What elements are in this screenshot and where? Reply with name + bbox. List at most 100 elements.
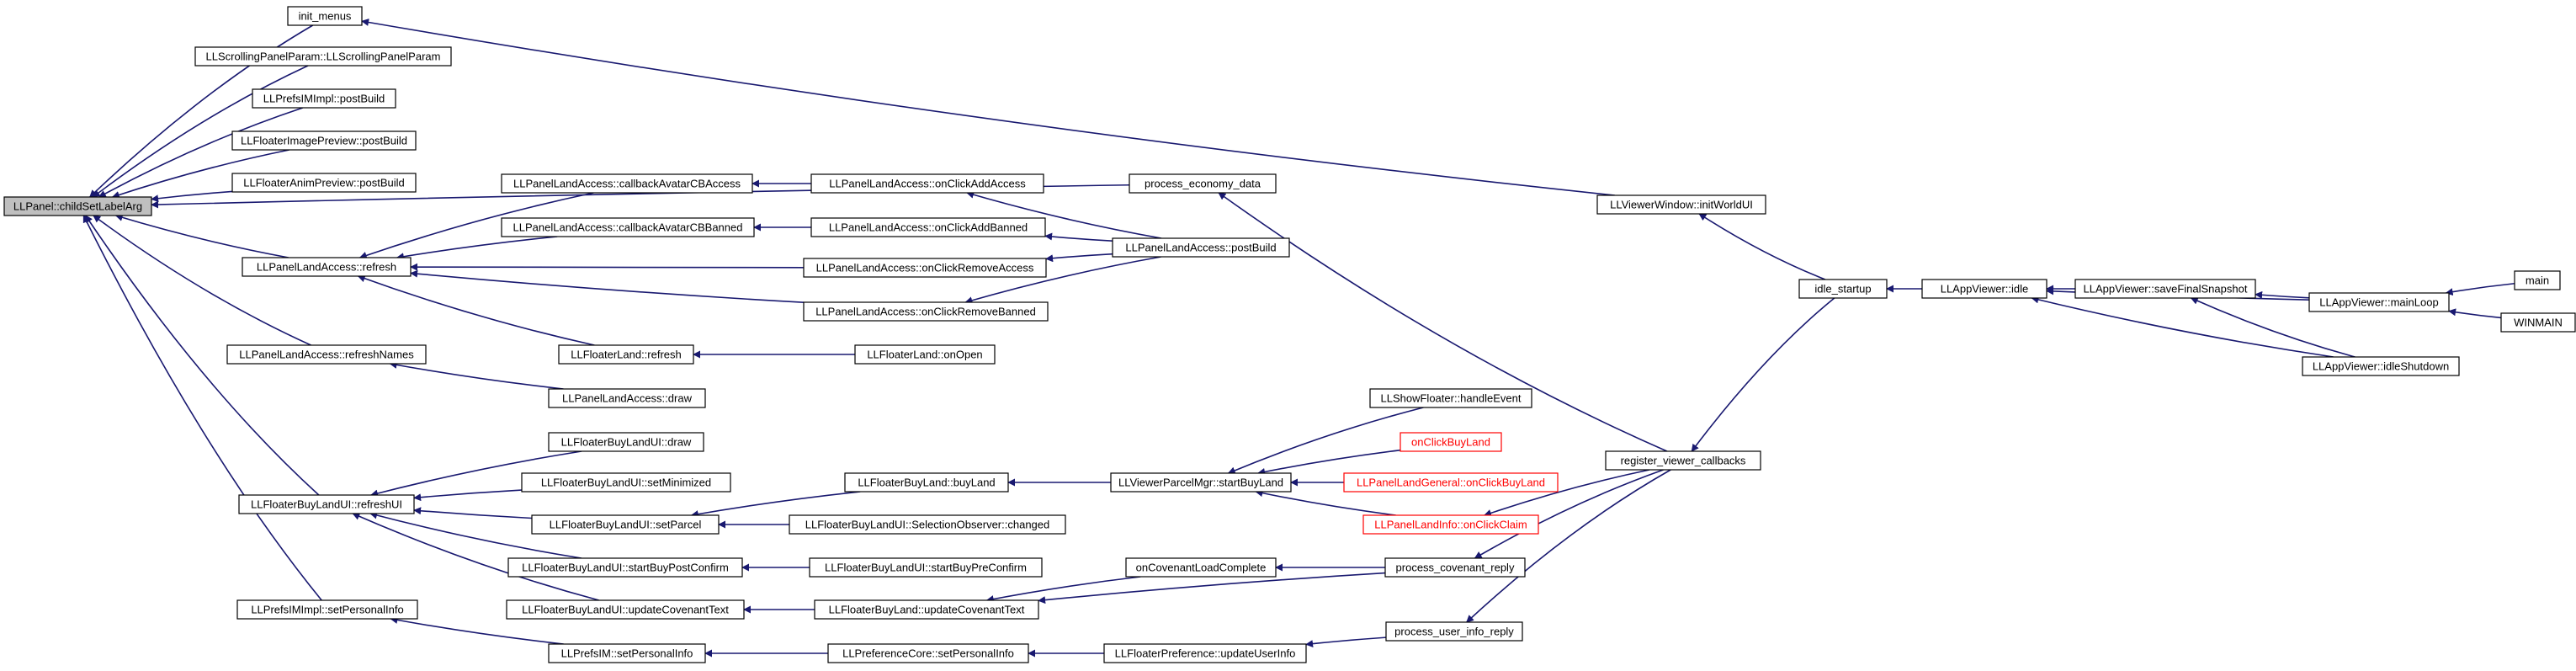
node-box-reg_callbacks[interactable] — [1605, 450, 1761, 471]
node-pla_refresh[interactable]: LLPanelLandAccess::refresh — [242, 257, 412, 277]
node-box-pla_onaddaccess[interactable] — [810, 173, 1044, 194]
node-box-pla_postbuild[interactable] — [1112, 237, 1290, 258]
node-pli_onclaim[interactable]: LLPanelLandInfo::onClickClaim — [1362, 514, 1539, 535]
node-box-vw_initworld[interactable] — [1596, 194, 1766, 215]
node-box-fbl_selobs[interactable] — [789, 514, 1066, 535]
node-box-plg_onbuy[interactable] — [1343, 472, 1559, 493]
node-box-fbland_updcov[interactable] — [814, 599, 1039, 620]
node-proc_userinfo[interactable]: process_user_info_reply — [1385, 621, 1523, 642]
node-vw_initworld[interactable]: LLViewerWindow::initWorldUI — [1596, 194, 1766, 215]
node-pla_draw[interactable]: LLPanelLandAccess::draw — [548, 388, 706, 408]
node-scroll_param[interactable]: LLScrollingPanelParam::LLScrollingPanelP… — [194, 46, 452, 67]
node-box-fbland_buyland[interactable] — [844, 472, 1009, 493]
node-fbland_updcov[interactable]: LLFloaterBuyLand::updateCovenantText — [814, 599, 1039, 620]
node-fl_refresh[interactable]: LLFloaterLand::refresh — [558, 344, 694, 365]
node-fbl_setmin[interactable]: LLFloaterBuyLandUI::setMinimized — [521, 472, 731, 493]
node-box-prefcore_setpersonal[interactable] — [827, 643, 1029, 663]
node-pla_cb_banned[interactable]: LLPanelLandAccess::callbackAvatarCBBanne… — [501, 217, 755, 237]
node-box-fl_onopen[interactable] — [854, 344, 996, 365]
node-box-animpreview_postbuild[interactable] — [231, 173, 417, 193]
node-fbl_updcov[interactable]: LLFloaterBuyLandUI::updateCovenantText — [506, 599, 745, 620]
node-fbl_startbuypost[interactable]: LLFloaterBuyLandUI::startBuyPostConfirm — [507, 557, 743, 578]
node-fbl_refreshui[interactable]: LLFloaterBuyLandUI::refreshUI — [238, 494, 415, 514]
node-vpm_startbuy[interactable]: LLViewerParcelMgr::startBuyLand — [1110, 472, 1292, 493]
node-plg_onbuy[interactable]: LLPanelLandGeneral::onClickBuyLand — [1343, 472, 1559, 493]
node-box-app_idleshut[interactable] — [2302, 356, 2460, 376]
node-fbl_draw[interactable]: LLFloaterBuyLandUI::draw — [548, 432, 704, 452]
node-app_savesnap[interactable]: LLAppViewer::saveFinalSnapshot — [2074, 279, 2256, 299]
node-pla_onaddbanned[interactable]: LLPanelLandAccess::onClickAddBanned — [810, 217, 1046, 237]
node-box-pla_cb_access[interactable] — [501, 173, 753, 194]
node-box-fbl_startbuypost[interactable] — [507, 557, 743, 578]
node-app_mainloop[interactable]: LLAppViewer::mainLoop — [2308, 292, 2450, 312]
node-prefcore_setpersonal[interactable]: LLPreferenceCore::setPersonalInfo — [827, 643, 1029, 663]
node-box-fpref_upduser[interactable] — [1103, 643, 1307, 663]
node-prefsim_setpersonal2[interactable]: LLPrefsIM::setPersonalInfo — [548, 643, 706, 663]
node-proc_covreply[interactable]: process_covenant_reply — [1384, 557, 1526, 578]
node-pla_cb_access[interactable]: LLPanelLandAccess::callbackAvatarCBAcces… — [501, 173, 753, 194]
node-box-prefsim_postbuild[interactable] — [252, 88, 396, 109]
node-pla_onaddaccess[interactable]: LLPanelLandAccess::onClickAddAccess — [810, 173, 1044, 194]
node-box-app_idle[interactable] — [1921, 279, 2048, 299]
node-box-fbl_updcov[interactable] — [506, 599, 745, 620]
node-app_idleshut[interactable]: LLAppViewer::idleShutdown — [2302, 356, 2460, 376]
node-box-fbl_startbuypre[interactable] — [809, 557, 1043, 578]
node-pla_onremaccess[interactable]: LLPanelLandAccess::onClickRemoveAccess — [803, 258, 1047, 278]
node-box-fbl_setparcel[interactable] — [531, 514, 720, 535]
node-process_econ[interactable]: process_economy_data — [1129, 173, 1277, 194]
node-fbl_startbuypre[interactable]: LLFloaterBuyLandUI::startBuyPreConfirm — [809, 557, 1043, 578]
node-box-vpm_startbuy[interactable] — [1110, 472, 1292, 493]
node-fl_onopen[interactable]: LLFloaterLand::onOpen — [854, 344, 996, 365]
node-box-onclickbuyland[interactable] — [1400, 432, 1502, 452]
node-pla_onrembanned[interactable]: LLPanelLandAccess::onClickRemoveBanned — [803, 301, 1049, 322]
node-init_menus[interactable]: init_menus — [287, 6, 363, 26]
node-box-prefsim_setpersonal[interactable] — [236, 599, 418, 620]
node-reg_callbacks[interactable]: register_viewer_callbacks — [1605, 450, 1761, 471]
node-box-pli_onclaim[interactable] — [1362, 514, 1539, 535]
node-box-main[interactable] — [2514, 270, 2561, 290]
node-pla_refreshnames[interactable]: LLPanelLandAccess::refreshNames — [226, 344, 427, 365]
node-box-pla_onremaccess[interactable] — [803, 258, 1047, 278]
node-imgpreview_postbuild[interactable]: LLFloaterImagePreview::postBuild — [231, 130, 417, 151]
node-box-app_savesnap[interactable] — [2074, 279, 2256, 299]
node-app_idle[interactable]: LLAppViewer::idle — [1921, 279, 2048, 299]
node-animpreview_postbuild[interactable]: LLFloaterAnimPreview::postBuild — [231, 173, 417, 193]
node-fbl_selobs[interactable]: LLFloaterBuyLandUI::SelectionObserver::c… — [789, 514, 1066, 535]
node-box-fbl_draw[interactable] — [548, 432, 704, 452]
node-pla_postbuild[interactable]: LLPanelLandAccess::postBuild — [1112, 237, 1290, 258]
node-oncovload[interactable]: onCovenantLoadComplete — [1125, 557, 1277, 578]
node-box-idle_startup[interactable] — [1798, 279, 1888, 299]
node-onclickbuyland[interactable]: onClickBuyLand — [1400, 432, 1502, 452]
node-box-winmain[interactable] — [2500, 312, 2576, 333]
node-box-pla_onrembanned[interactable] — [803, 301, 1049, 322]
node-box-fbl_setmin[interactable] — [521, 472, 731, 493]
node-box-root[interactable] — [3, 196, 152, 216]
node-box-showfloater[interactable] — [1369, 388, 1532, 408]
node-box-init_menus[interactable] — [287, 6, 363, 26]
node-box-app_mainloop[interactable] — [2308, 292, 2450, 312]
node-fbland_buyland[interactable]: LLFloaterBuyLand::buyLand — [844, 472, 1009, 493]
node-box-pla_onaddbanned[interactable] — [810, 217, 1046, 237]
node-fbl_setparcel[interactable]: LLFloaterBuyLandUI::setParcel — [531, 514, 720, 535]
node-box-oncovload[interactable] — [1125, 557, 1277, 578]
node-box-scroll_param[interactable] — [194, 46, 452, 67]
node-main[interactable]: main — [2514, 270, 2561, 290]
node-box-fl_refresh[interactable] — [558, 344, 694, 365]
node-box-imgpreview_postbuild[interactable] — [231, 130, 417, 151]
node-box-pla_refresh[interactable] — [242, 257, 412, 277]
node-idle_startup[interactable]: idle_startup — [1798, 279, 1888, 299]
node-winmain[interactable]: WINMAIN — [2500, 312, 2576, 333]
node-showfloater[interactable]: LLShowFloater::handleEvent — [1369, 388, 1532, 408]
node-box-pla_refreshnames[interactable] — [226, 344, 427, 365]
node-box-pla_draw[interactable] — [548, 388, 706, 408]
node-root[interactable]: LLPanel::childSetLabelArg — [3, 196, 152, 216]
node-prefsim_setpersonal[interactable]: LLPrefsIMImpl::setPersonalInfo — [236, 599, 418, 620]
node-prefsim_postbuild[interactable]: LLPrefsIMImpl::postBuild — [252, 88, 396, 109]
node-box-proc_covreply[interactable] — [1384, 557, 1526, 578]
node-box-prefsim_setpersonal2[interactable] — [548, 643, 706, 663]
node-box-process_econ[interactable] — [1129, 173, 1277, 194]
node-box-fbl_refreshui[interactable] — [238, 494, 415, 514]
node-box-pla_cb_banned[interactable] — [501, 217, 755, 237]
node-fpref_upduser[interactable]: LLFloaterPreference::updateUserInfo — [1103, 643, 1307, 663]
node-box-proc_userinfo[interactable] — [1385, 621, 1523, 642]
